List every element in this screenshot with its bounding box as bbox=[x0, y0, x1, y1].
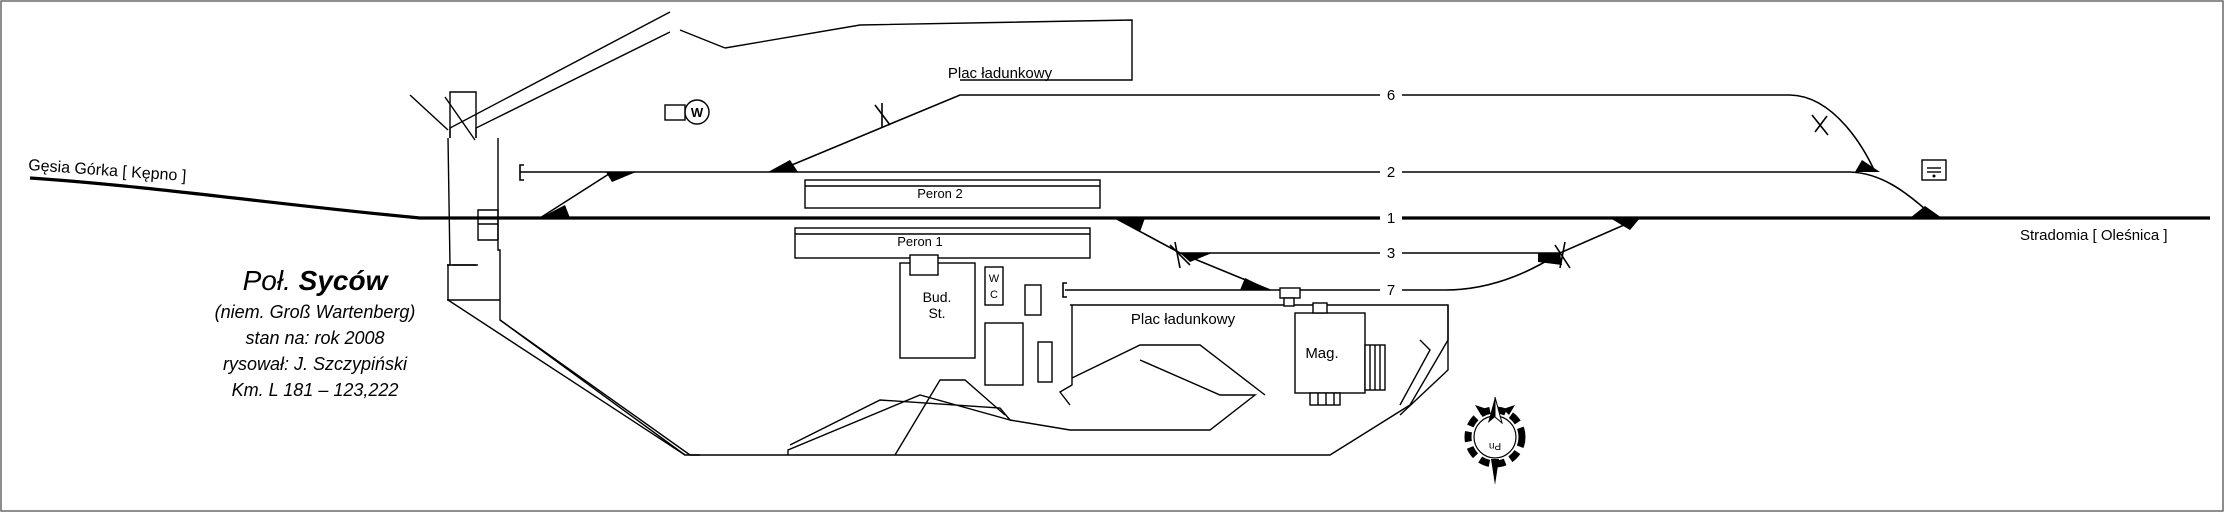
road-outlines bbox=[409, 11, 1449, 456]
platform-2 bbox=[804, 179, 1101, 209]
wc-label-w: W bbox=[989, 273, 1000, 285]
wc-label-c: C bbox=[990, 289, 998, 301]
station-building bbox=[899, 262, 976, 359]
subtitle-line-2: stan na: rok 2008 bbox=[245, 328, 384, 348]
water-tower-label: W bbox=[691, 105, 704, 120]
station-title: Poł. Syców bbox=[243, 265, 390, 296]
loading-yard-upper-label: Plac ładunkowy bbox=[948, 65, 1053, 82]
station-title-prefix: Poł. bbox=[243, 265, 291, 296]
track-2 bbox=[520, 171, 1936, 219]
platform-1 bbox=[794, 227, 1091, 259]
subtitle-line-3: rysował: J. Szczypiński bbox=[223, 354, 408, 374]
loading-gauge bbox=[1279, 287, 1301, 299]
station-building-label-2: St. bbox=[928, 305, 945, 321]
warehouse bbox=[1294, 312, 1366, 394]
north-arrow: Pn bbox=[1464, 396, 1526, 485]
wc-building bbox=[984, 266, 1004, 306]
direction-east: Stradomia [ Oleśnica ] bbox=[2020, 227, 2168, 244]
station-building-label-1: Bud. bbox=[923, 289, 952, 305]
track-number-6: 6 bbox=[1387, 87, 1395, 104]
buildings: Bud. St. W C Mag. W bbox=[664, 99, 1947, 406]
north-arrow-label: Pn bbox=[1489, 440, 1501, 451]
track-number-1: 1 bbox=[1387, 210, 1395, 227]
warehouse-label: Mag. bbox=[1305, 345, 1338, 362]
buffer-stop-track-2 bbox=[519, 164, 524, 181]
water-tower-base bbox=[664, 104, 686, 121]
subtitle-line-1: (niem. Groß Wartenberg) bbox=[215, 302, 416, 322]
track-numbers: 6 2 1 3 7 bbox=[1380, 86, 1402, 299]
signal-box-icon bbox=[1921, 159, 1947, 181]
track-7 bbox=[1065, 252, 1561, 291]
track-1-main bbox=[29, 176, 2210, 220]
track-6 bbox=[774, 94, 1876, 173]
platforms: Peron 2 Peron 1 bbox=[794, 179, 1101, 259]
subtitle-line-4: Km. L 181 – 123,222 bbox=[232, 380, 399, 400]
water-tower bbox=[684, 99, 710, 125]
tracks bbox=[29, 94, 2210, 298]
loading-yard-lower-label: Plac ładunkowy bbox=[1131, 311, 1236, 328]
platform-2-label: Peron 2 bbox=[917, 186, 963, 201]
track-number-3: 3 bbox=[1387, 245, 1395, 262]
track-number-2: 2 bbox=[1387, 164, 1395, 181]
platform-1-label: Peron 1 bbox=[897, 234, 943, 249]
station-title-name: Syców bbox=[299, 265, 390, 296]
title-block: Poł. Syców (niem. Groß Wartenberg) stan … bbox=[215, 265, 416, 400]
track-3 bbox=[1114, 217, 1641, 254]
track-number-7: 7 bbox=[1387, 282, 1395, 299]
buffer-stop-track-7 bbox=[1062, 282, 1067, 298]
